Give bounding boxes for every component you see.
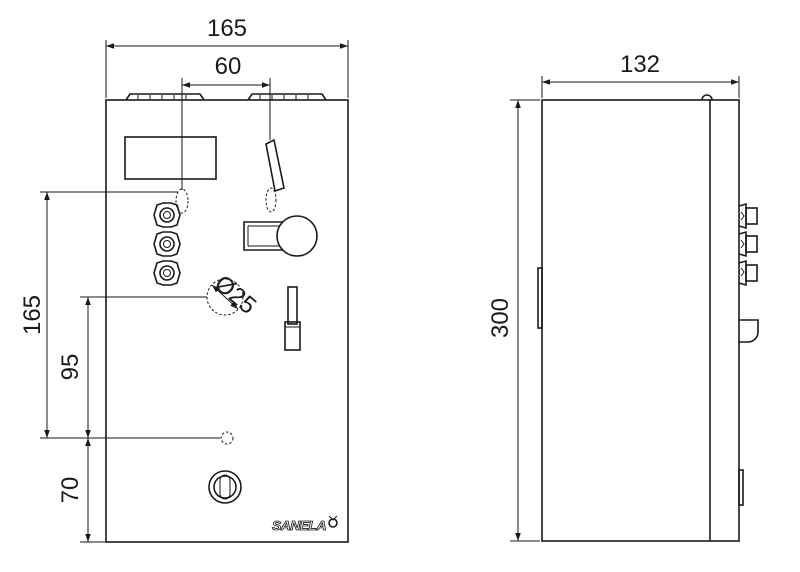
hex-buttons (153, 202, 181, 286)
side-view (537, 94, 759, 542)
side-left-bump (537, 267, 543, 329)
hidden-hole-bottom (220, 431, 234, 445)
sanela-logo: SANELA (272, 515, 338, 533)
hidden-hole-right (265, 187, 277, 213)
lock-icon (208, 470, 242, 504)
lever-switch (265, 138, 285, 193)
side-hex-buttons (738, 202, 758, 287)
diameter-circle: Ø25 (206, 270, 261, 320)
hidden-hole-left (175, 188, 189, 214)
side-lock-bump (738, 469, 744, 506)
display-window (124, 136, 217, 180)
top-connector-right (247, 93, 327, 101)
dim-height-total: 300 (487, 298, 514, 338)
top-connector-left (125, 93, 205, 101)
dim-side-depth: 132 (620, 51, 660, 78)
front-body (105, 99, 349, 543)
side-top-knob (701, 94, 713, 101)
front-dimensions: 165 60 165 95 70 (19, 15, 349, 543)
handle-knob (284, 286, 301, 351)
coin-slot (243, 215, 318, 257)
svg-text:SANELA: SANELA (272, 518, 326, 533)
dim-height-upper: 165 (19, 295, 46, 335)
dim-height-middle: 95 (57, 354, 84, 381)
dim-top-spacing: 60 (215, 53, 242, 80)
dim-front-width: 165 (207, 15, 247, 42)
front-view: Ø25 SANELA (105, 93, 349, 543)
diameter-label: Ø25 (209, 270, 261, 320)
side-dimensions: 132 300 (487, 51, 740, 542)
dim-height-lower: 70 (57, 477, 84, 504)
side-hook (739, 319, 759, 343)
